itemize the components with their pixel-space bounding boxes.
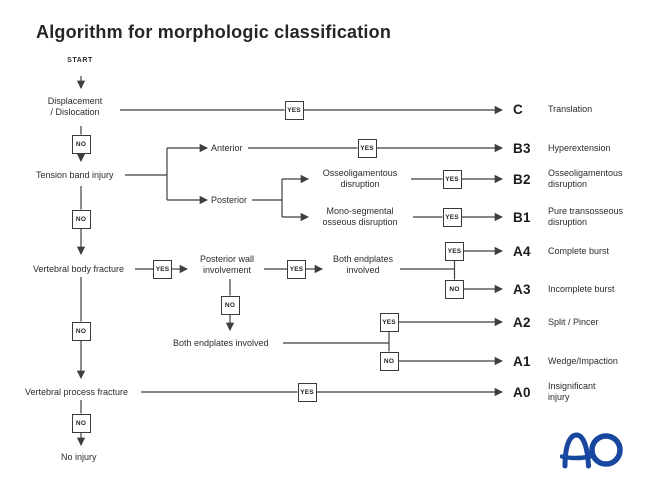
result-row-b1: B1 Pure transosseous disruption <box>513 205 623 229</box>
result-code: B2 <box>513 171 531 187</box>
node-no-injury: No injury <box>61 452 97 462</box>
result-row-a3: A3 Incomplete burst <box>513 277 615 301</box>
no-box-wedge: NO <box>379 351 399 371</box>
no-box-displacement: NO <box>71 134 91 154</box>
node-vertebral-body-fracture: Vertebral body fracture <box>33 264 125 274</box>
result-code: A0 <box>513 384 531 400</box>
yes-box-vertebral-body: YES <box>153 259 172 279</box>
node-posterior-wall-involvement: Posterior wall involvement <box>199 254 255 275</box>
yes-box-osseoligamentous: YES <box>442 169 462 189</box>
result-row-b2: B2 Osseoligamentous disruption <box>513 167 623 191</box>
result-row-c: C Translation <box>513 97 592 121</box>
page-title: Algorithm for morphologic classification <box>36 22 392 42</box>
result-row-b3: B3 Hyperextension <box>513 136 611 160</box>
node-both-endplates-involved-lower: Both endplates involved <box>173 338 269 348</box>
yes-box-split-pincer: YES <box>379 312 399 332</box>
result-label: Pure transosseous disruption <box>548 206 624 227</box>
result-row-a2: A2 Split / Pincer <box>513 310 599 334</box>
ao-logo-icon <box>560 432 623 469</box>
yes-box-hyperextension: YES <box>357 138 377 158</box>
plain-segments <box>80 109 456 414</box>
result-label: Hyperextension <box>548 142 611 153</box>
result-code: C <box>513 101 523 117</box>
no-box-posterior-wall: NO <box>220 295 240 315</box>
result-code: A2 <box>513 314 531 330</box>
yes-box-transosseous: YES <box>442 207 462 227</box>
node-both-endplates-involved-upper: Both endplates involved <box>332 254 394 275</box>
node-mono-segmental-osseous-disruption: Mono-segmental osseous disruption <box>322 206 398 227</box>
no-box-vertebral-body: NO <box>71 321 91 341</box>
result-row-a1: A1 Wedge/Impaction <box>513 349 618 373</box>
node-osseoligamentous-disruption: Osseoligamentous disruption <box>322 168 398 189</box>
node-posterior: Posterior <box>211 195 248 205</box>
result-label: Osseoligamentous disruption <box>548 168 623 189</box>
result-row-a4: A4 Complete burst <box>513 239 609 263</box>
result-label: Translation <box>548 103 593 114</box>
result-code: A3 <box>513 281 531 297</box>
no-box-incomplete-burst: NO <box>445 279 464 299</box>
result-label: Incomplete burst <box>548 283 615 294</box>
result-code: A1 <box>513 353 531 369</box>
result-label: Insignificant injury <box>548 381 596 402</box>
no-box-vertebral-process: NO <box>71 413 91 433</box>
yes-box-insignificant: YES <box>297 382 317 402</box>
yes-box-complete-burst: YES <box>445 241 464 261</box>
yes-box-posterior-wall: YES <box>287 259 306 279</box>
node-vertebral-process-fracture: Vertebral process fracture <box>25 387 129 397</box>
yes-box-translation: YES <box>284 100 304 120</box>
result-code: B3 <box>513 140 531 156</box>
result-code: B1 <box>513 209 531 225</box>
result-label: Split / Pincer <box>548 316 599 327</box>
no-box-tension-band: NO <box>71 209 91 229</box>
node-anterior: Anterior <box>211 143 243 153</box>
result-row-a0: A0 Insignificant injury <box>513 380 596 404</box>
start-label: START <box>67 57 93 64</box>
result-label: Wedge/Impaction <box>548 355 618 366</box>
result-label: Complete burst <box>548 245 610 256</box>
result-code: A4 <box>513 243 531 259</box>
node-tension-band-injury: Tension band injury <box>36 170 114 180</box>
node-displacement-dislocation: Displacement / Dislocation <box>47 96 103 117</box>
